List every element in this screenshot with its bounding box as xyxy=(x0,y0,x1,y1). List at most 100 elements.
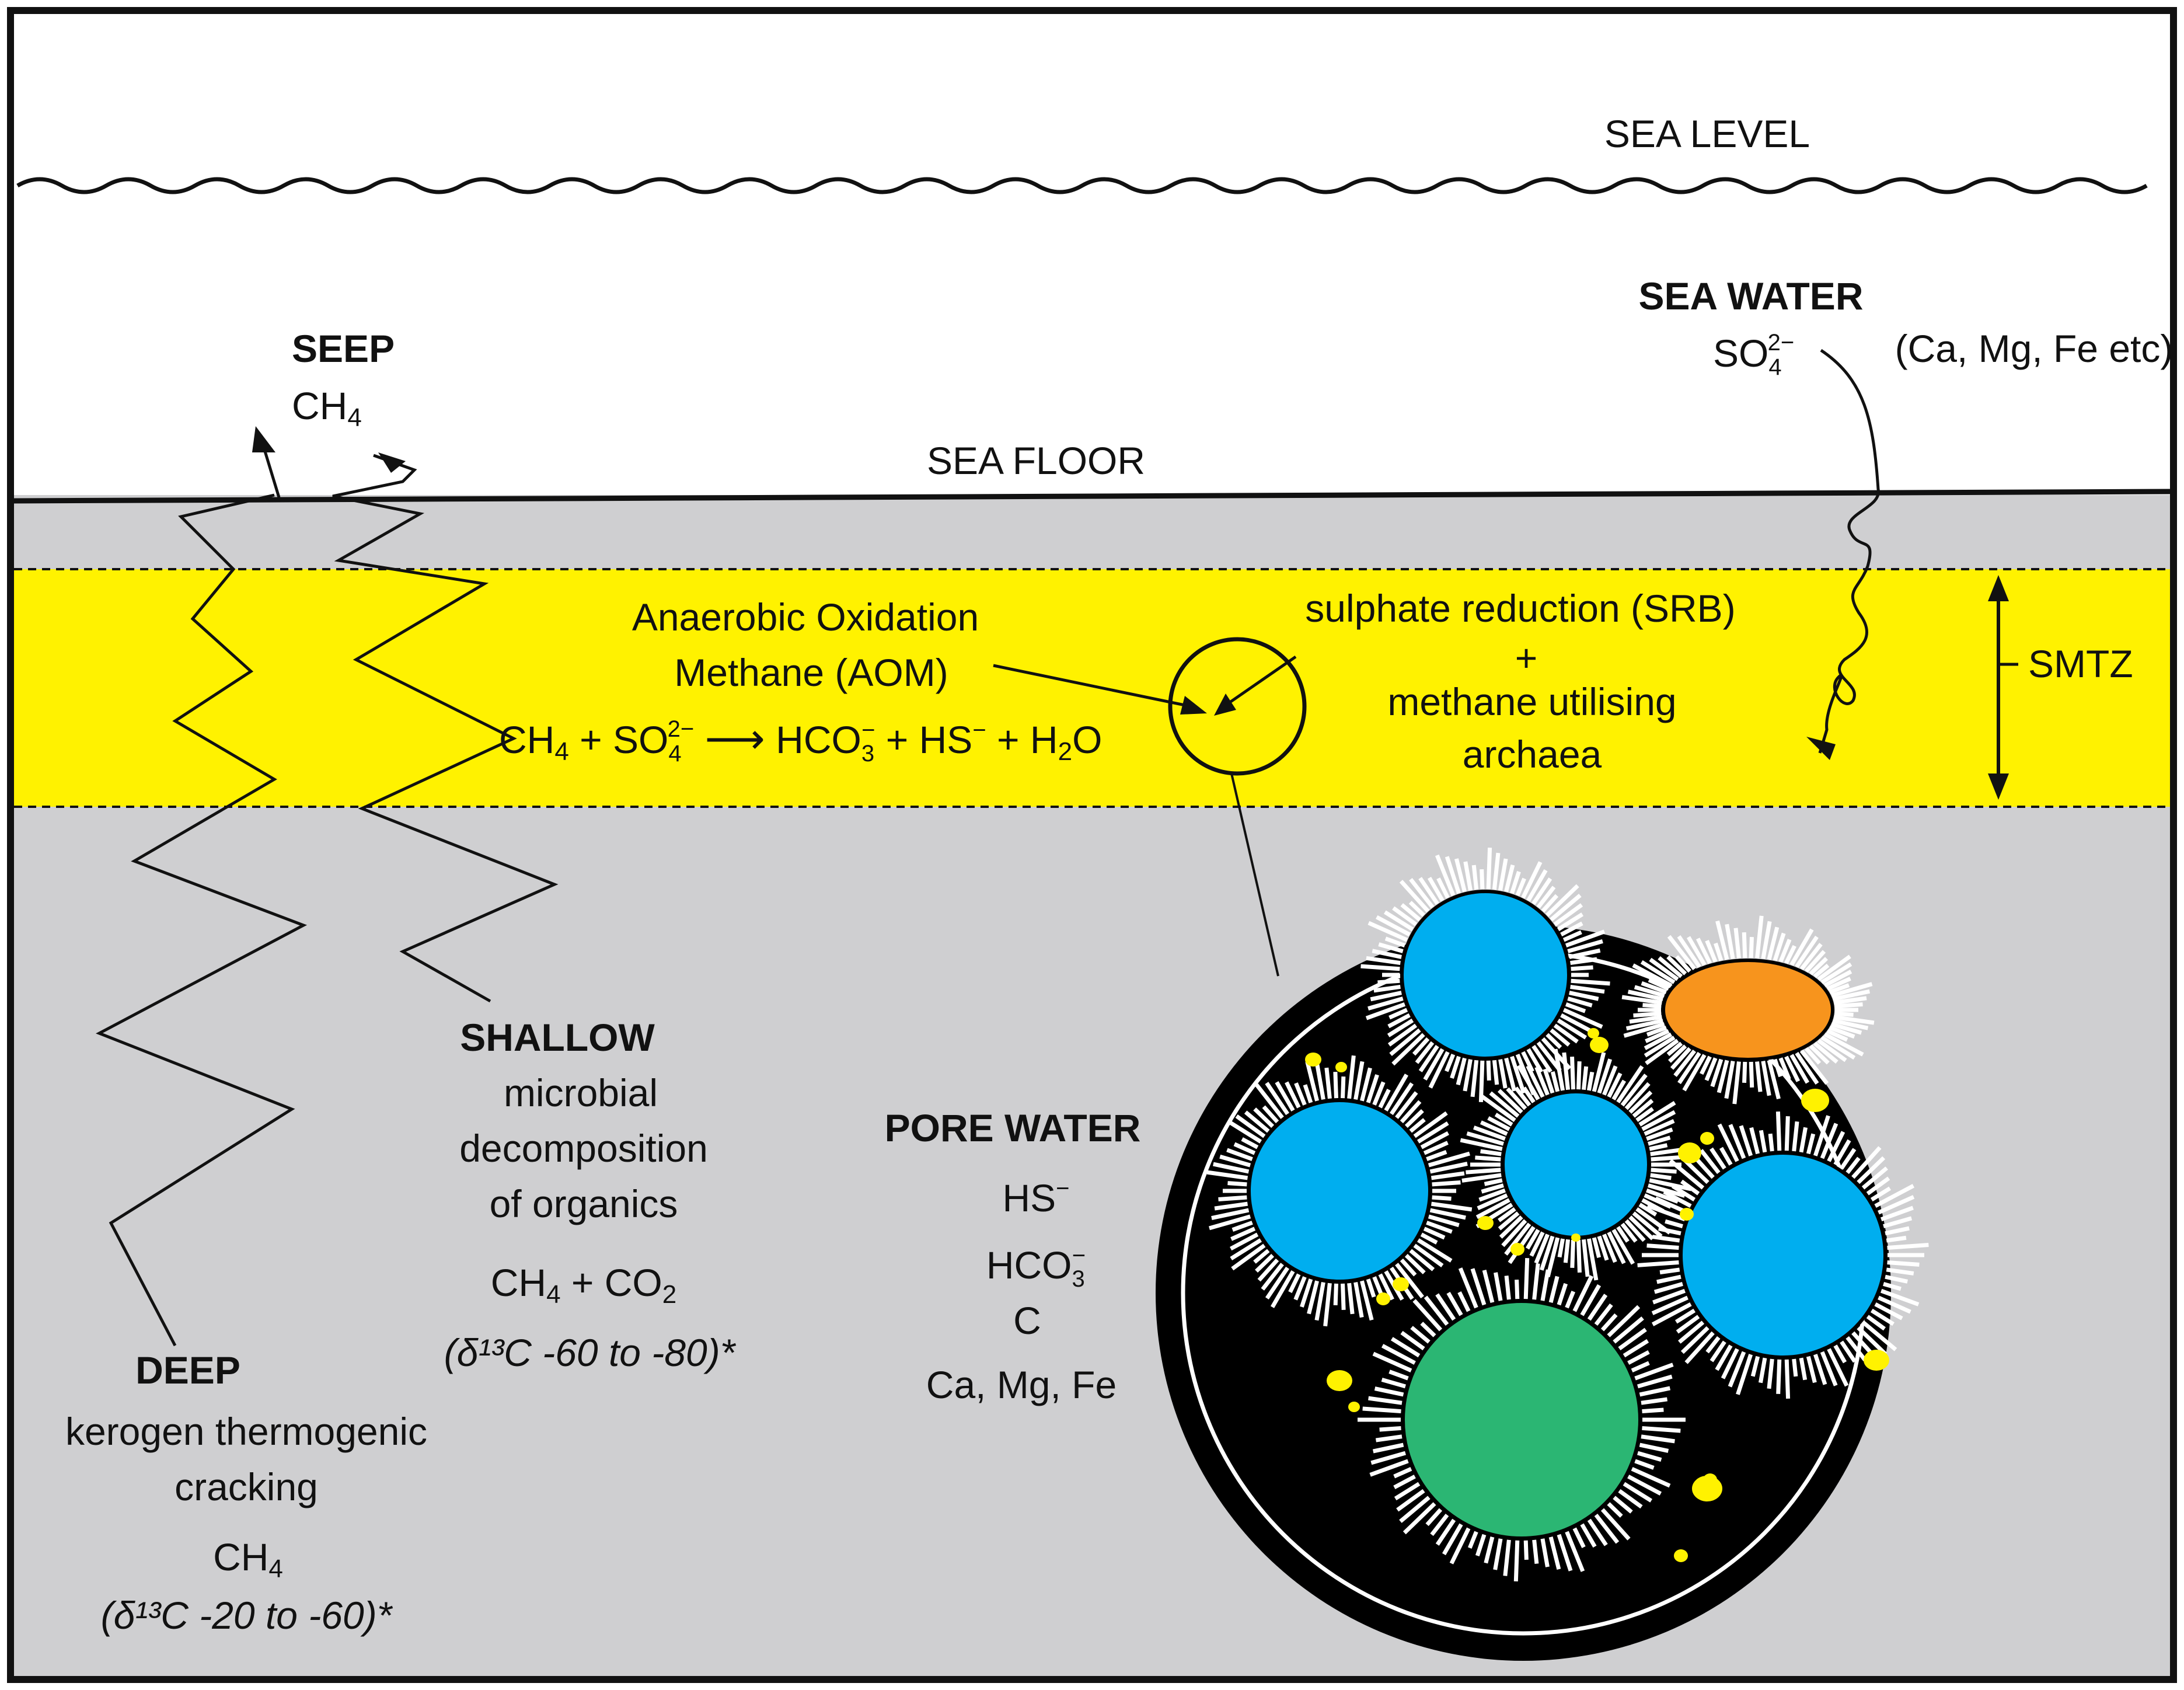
cell-orange-ellipse xyxy=(1662,959,1834,1061)
bristle xyxy=(1658,956,1683,978)
bristle xyxy=(1460,1138,1503,1151)
bristle xyxy=(1231,1221,1253,1232)
bristle xyxy=(1699,1149,1721,1175)
bristle xyxy=(1445,1053,1456,1072)
bristle xyxy=(1515,877,1526,897)
bristle xyxy=(1492,852,1501,890)
bristle xyxy=(1715,920,1729,960)
bristle xyxy=(1767,1060,1781,1100)
bristle xyxy=(1616,1065,1644,1104)
bristle xyxy=(1557,1018,1588,1040)
bristle xyxy=(1767,1358,1774,1389)
bristle xyxy=(1792,1121,1799,1152)
bristle xyxy=(1230,1238,1262,1261)
bristle xyxy=(1644,1032,1673,1050)
bristle xyxy=(1399,880,1430,913)
bristle xyxy=(1261,1263,1284,1291)
bristle xyxy=(1360,1280,1374,1321)
bristle xyxy=(1834,1002,1863,1009)
srb-label-line2: methane utilising xyxy=(1387,680,1676,723)
bristle xyxy=(1553,1048,1565,1091)
bristle xyxy=(1379,1426,1401,1432)
bristle xyxy=(1384,1074,1409,1112)
pore-c: C xyxy=(1013,1299,1041,1342)
bristle xyxy=(1415,1041,1435,1064)
bristle xyxy=(1680,1179,1700,1196)
bristle xyxy=(1218,1195,1247,1202)
bristle xyxy=(1436,877,1450,899)
bristle xyxy=(1314,1281,1325,1321)
bristle xyxy=(1799,1357,1808,1381)
bristle xyxy=(1829,983,1850,994)
shallow-line3: of organics xyxy=(490,1182,678,1225)
bristle xyxy=(1226,1148,1253,1161)
bristle xyxy=(1611,1228,1635,1265)
bristle xyxy=(1592,1237,1602,1258)
bristle xyxy=(1482,1269,1495,1303)
srb-label-plus: + xyxy=(1515,636,1538,680)
bristle xyxy=(1646,1204,1686,1222)
bristle xyxy=(1427,876,1445,902)
bristle xyxy=(1641,981,1667,994)
bristle xyxy=(1592,1052,1606,1092)
bristle xyxy=(1408,901,1425,917)
deep-line1: kerogen thermogenic xyxy=(65,1410,427,1453)
bristle xyxy=(1376,915,1411,937)
bristle xyxy=(1378,942,1404,953)
bristle xyxy=(1635,1107,1654,1123)
bristle xyxy=(1827,1348,1849,1387)
bristle xyxy=(1719,1147,1733,1166)
bristle xyxy=(1594,1513,1620,1544)
bristle xyxy=(1378,1273,1394,1301)
bristle xyxy=(1648,1183,1686,1198)
bristle xyxy=(1695,938,1712,964)
bristle xyxy=(1784,1055,1801,1082)
bristle xyxy=(1481,1183,1504,1194)
bristle xyxy=(1347,1055,1356,1099)
bristle xyxy=(1767,926,1780,960)
bristle xyxy=(1428,1151,1470,1168)
bristle xyxy=(1231,1243,1266,1271)
bristle xyxy=(1504,1057,1516,1092)
bristle xyxy=(1631,1361,1650,1373)
bristle xyxy=(1347,1283,1355,1315)
bristle xyxy=(1367,996,1404,1010)
bristle xyxy=(1607,1305,1641,1337)
bristle xyxy=(1565,929,1606,948)
bristle xyxy=(1565,1531,1585,1572)
bristle xyxy=(1677,935,1701,968)
bristle xyxy=(1776,1359,1782,1394)
bristle xyxy=(1570,984,1605,994)
bristle xyxy=(1792,1358,1798,1377)
bristle xyxy=(1749,936,1754,959)
bristle xyxy=(1389,1028,1421,1056)
bristle xyxy=(1878,1295,1911,1314)
bristle xyxy=(1799,1049,1829,1085)
bristle xyxy=(1562,1052,1570,1090)
bristle xyxy=(1728,1124,1746,1159)
bristle xyxy=(1456,1057,1467,1086)
bristle xyxy=(1823,970,1852,988)
bristle xyxy=(1428,1051,1450,1089)
bristle xyxy=(1646,1243,1679,1250)
shallow-gases: CH4 + CO2 xyxy=(491,1261,677,1309)
shallow-line2: decomposition xyxy=(459,1127,708,1170)
bristle xyxy=(1637,1260,1679,1267)
bristle xyxy=(1736,1354,1753,1395)
bristle xyxy=(1467,1531,1478,1549)
bristle xyxy=(1570,1239,1575,1269)
bristle xyxy=(1866,1176,1890,1196)
bristle xyxy=(1600,1313,1618,1332)
bristle xyxy=(1545,884,1579,917)
bristle xyxy=(1641,1434,1675,1444)
sulfur-grain xyxy=(1674,1549,1688,1562)
bristle xyxy=(1646,1026,1667,1037)
bristle xyxy=(1761,921,1772,959)
bristle xyxy=(1653,1281,1683,1294)
bristle xyxy=(1534,1233,1550,1264)
bristle xyxy=(1861,1320,1897,1351)
bristle xyxy=(1820,1123,1838,1159)
bristle xyxy=(1494,1272,1503,1301)
bristle xyxy=(1557,1238,1565,1258)
bristle xyxy=(1531,1044,1552,1073)
